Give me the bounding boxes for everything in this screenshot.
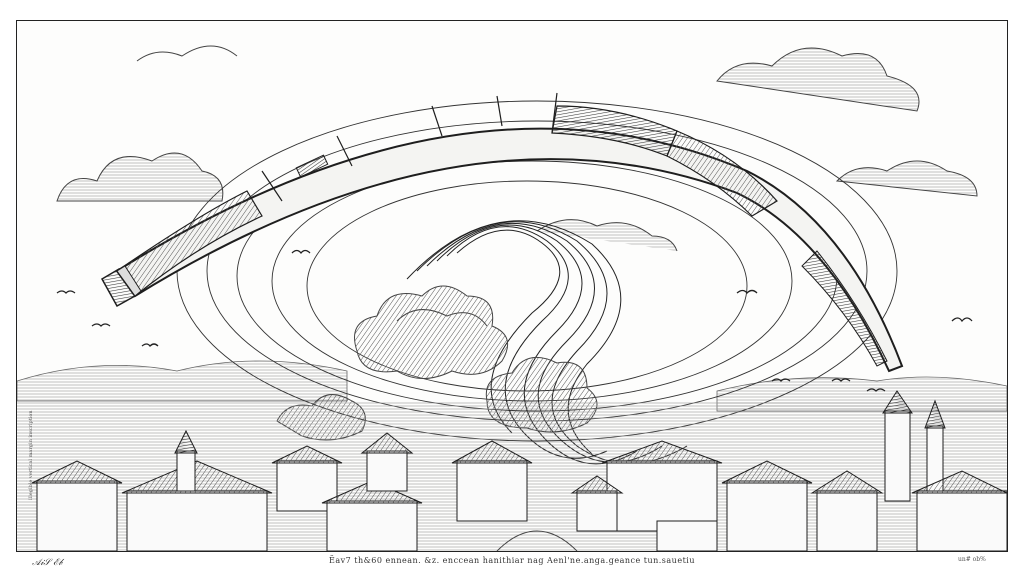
giant-paintbrush: [100, 92, 904, 373]
city: [17, 390, 1007, 551]
illustration-frame: [16, 20, 1008, 552]
caption: Ẽav7 th&60 ennean. &z. enccean hanithiar…: [329, 556, 695, 565]
illustration-canvas: [17, 45, 1007, 551]
clouds: [56, 45, 978, 327]
margin-inscription: illegible vertical margin inscription: [28, 410, 34, 500]
artist-signature: 𝒜𝒾𝒮 ℰ𝒷: [32, 558, 63, 568]
plate-mark: un# ob%: [958, 556, 986, 563]
birds: [56, 249, 973, 392]
